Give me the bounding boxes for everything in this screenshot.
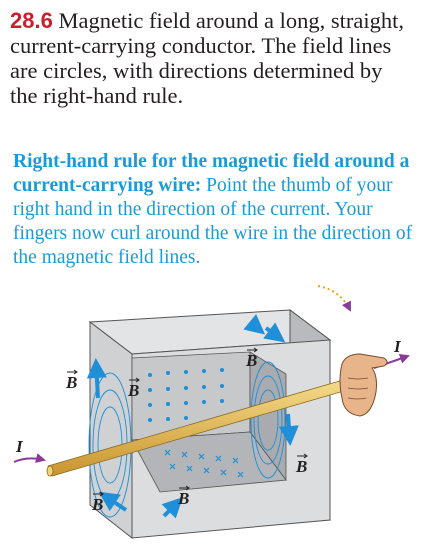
field-label-bottom: B — [177, 489, 189, 508]
figure-number: 28.6 — [10, 8, 53, 33]
field-lines-right — [250, 361, 286, 479]
rule-body: Point the thumb of your right hand in th… — [13, 175, 413, 268]
field-arrow-bottom — [161, 497, 183, 519]
field-dots — [148, 368, 224, 422]
field-labels: B B B B B B — [65, 351, 307, 514]
field-label-left: B — [65, 373, 77, 392]
right-hand-rule-text: Right-hand rule for the magnetic field a… — [13, 150, 413, 270]
field-label-bottom-left: B — [91, 495, 103, 514]
field-label-right: B — [295, 457, 307, 476]
field-label-inner: B — [127, 381, 139, 400]
figure-caption: 28.6 Magnetic field around a long, strai… — [10, 8, 410, 108]
magnetic-field-figure: B B B B B B I I — [13, 285, 410, 540]
block-solid — [88, 309, 332, 540]
current-label-left: I — [15, 437, 24, 456]
current-label-right: I — [393, 337, 402, 356]
field-vector-arrows — [86, 314, 299, 519]
field-arrow-top-right — [263, 322, 286, 343]
field-arrow-left-up — [86, 358, 107, 399]
hand-icon — [339, 353, 388, 417]
curl-arrow — [317, 285, 351, 312]
field-crosses — [164, 449, 244, 478]
caption-text: Magnetic field around a long, straight, … — [10, 8, 404, 108]
field-arrow-left-down — [98, 491, 128, 512]
vector-marks — [67, 347, 308, 497]
current-arrow-left — [13, 453, 46, 463]
rule-heading: Right-hand rule for the magnetic field a… — [13, 151, 410, 196]
field-label-top: B — [245, 351, 257, 370]
field-arrow-right-down — [278, 413, 299, 446]
field-arrow-top — [243, 314, 266, 335]
